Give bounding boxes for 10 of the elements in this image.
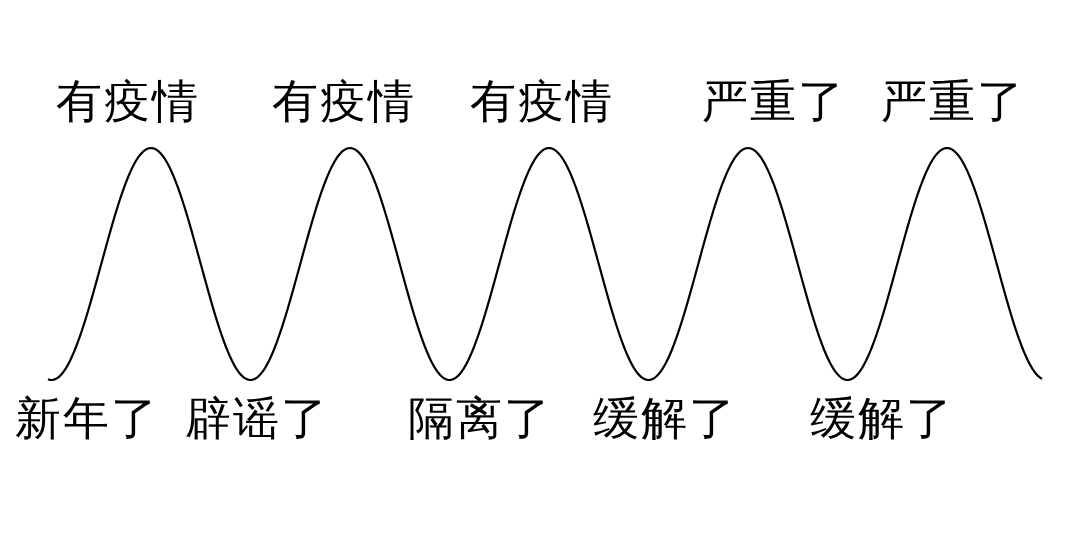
phase-label: 有疫情 [470,78,614,124]
phase-label: 缓解了 [593,395,737,441]
phase-label: 有疫情 [272,78,416,124]
phase-label: 隔离了 [408,395,552,441]
phase-label: 缓解了 [810,395,954,441]
phase-label: 辟谣了 [185,395,329,441]
phase-label: 严重了 [702,78,846,124]
phase-label: 有疫情 [56,78,200,124]
phase-label: 新年了 [15,395,159,441]
phase-label: 严重了 [881,78,1025,124]
